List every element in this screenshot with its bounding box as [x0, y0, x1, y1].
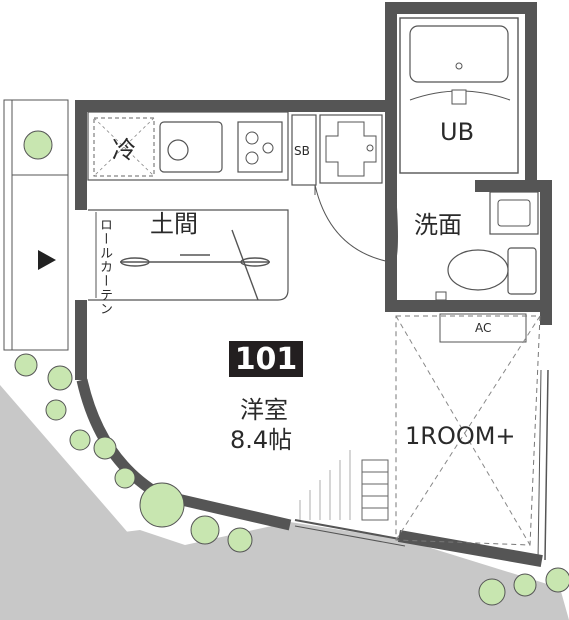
doma-outline [88, 209, 289, 301]
bath-fixture [451, 89, 467, 105]
cooktop [237, 121, 283, 173]
window-right-2 [537, 369, 542, 561]
wash-basin [489, 191, 539, 235]
main-room-size: 8.4帖 [230, 426, 293, 454]
entrance-label: 土間 [150, 210, 198, 238]
curtain-label: ロールカーテン [97, 218, 112, 316]
outside-ground-bottom [0, 522, 569, 620]
bicycle [120, 229, 270, 301]
washer-drain [366, 144, 374, 152]
sink-basin [167, 139, 189, 161]
fridge-label: 冷 [112, 136, 136, 164]
burner-2 [245, 151, 259, 165]
stair-hatching [299, 450, 351, 520]
bath-drain [455, 62, 463, 70]
fridge-space [93, 117, 155, 177]
toilet-tank [507, 247, 537, 295]
door-swing-entry [314, 184, 391, 263]
unit-number: 101 [229, 341, 303, 377]
bath-label: UB [440, 118, 475, 146]
entry-arrow [38, 250, 56, 270]
shoe-box-label: SB [294, 144, 310, 158]
fridge-cross-2 [93, 117, 155, 177]
shoe-box [291, 114, 317, 186]
main-room-name: 洋室 [240, 396, 288, 424]
wash-basin-bowl [497, 199, 531, 227]
loft-label: 1ROOM+ [405, 422, 516, 450]
walls [75, 2, 552, 567]
washer-cross [325, 121, 377, 177]
door-swing-wash [394, 184, 398, 263]
outside-ground [0, 385, 175, 548]
burner-3 [262, 142, 274, 154]
window-right [544, 369, 549, 561]
trees [14, 130, 569, 606]
fridge-cross-1 [93, 117, 155, 177]
window-bottom-2 [294, 525, 406, 547]
washer-pan [319, 114, 383, 184]
toilet-bowl [447, 249, 509, 291]
washroom-label: 洗面 [414, 211, 462, 239]
bathtub [409, 25, 509, 83]
window-bottom [294, 519, 406, 541]
aircon-box [439, 313, 527, 343]
wash-drain [435, 291, 447, 301]
loft-ladder [361, 459, 389, 521]
sink [159, 121, 223, 173]
aircon-label: AC [475, 321, 492, 335]
burner-1 [245, 131, 259, 145]
